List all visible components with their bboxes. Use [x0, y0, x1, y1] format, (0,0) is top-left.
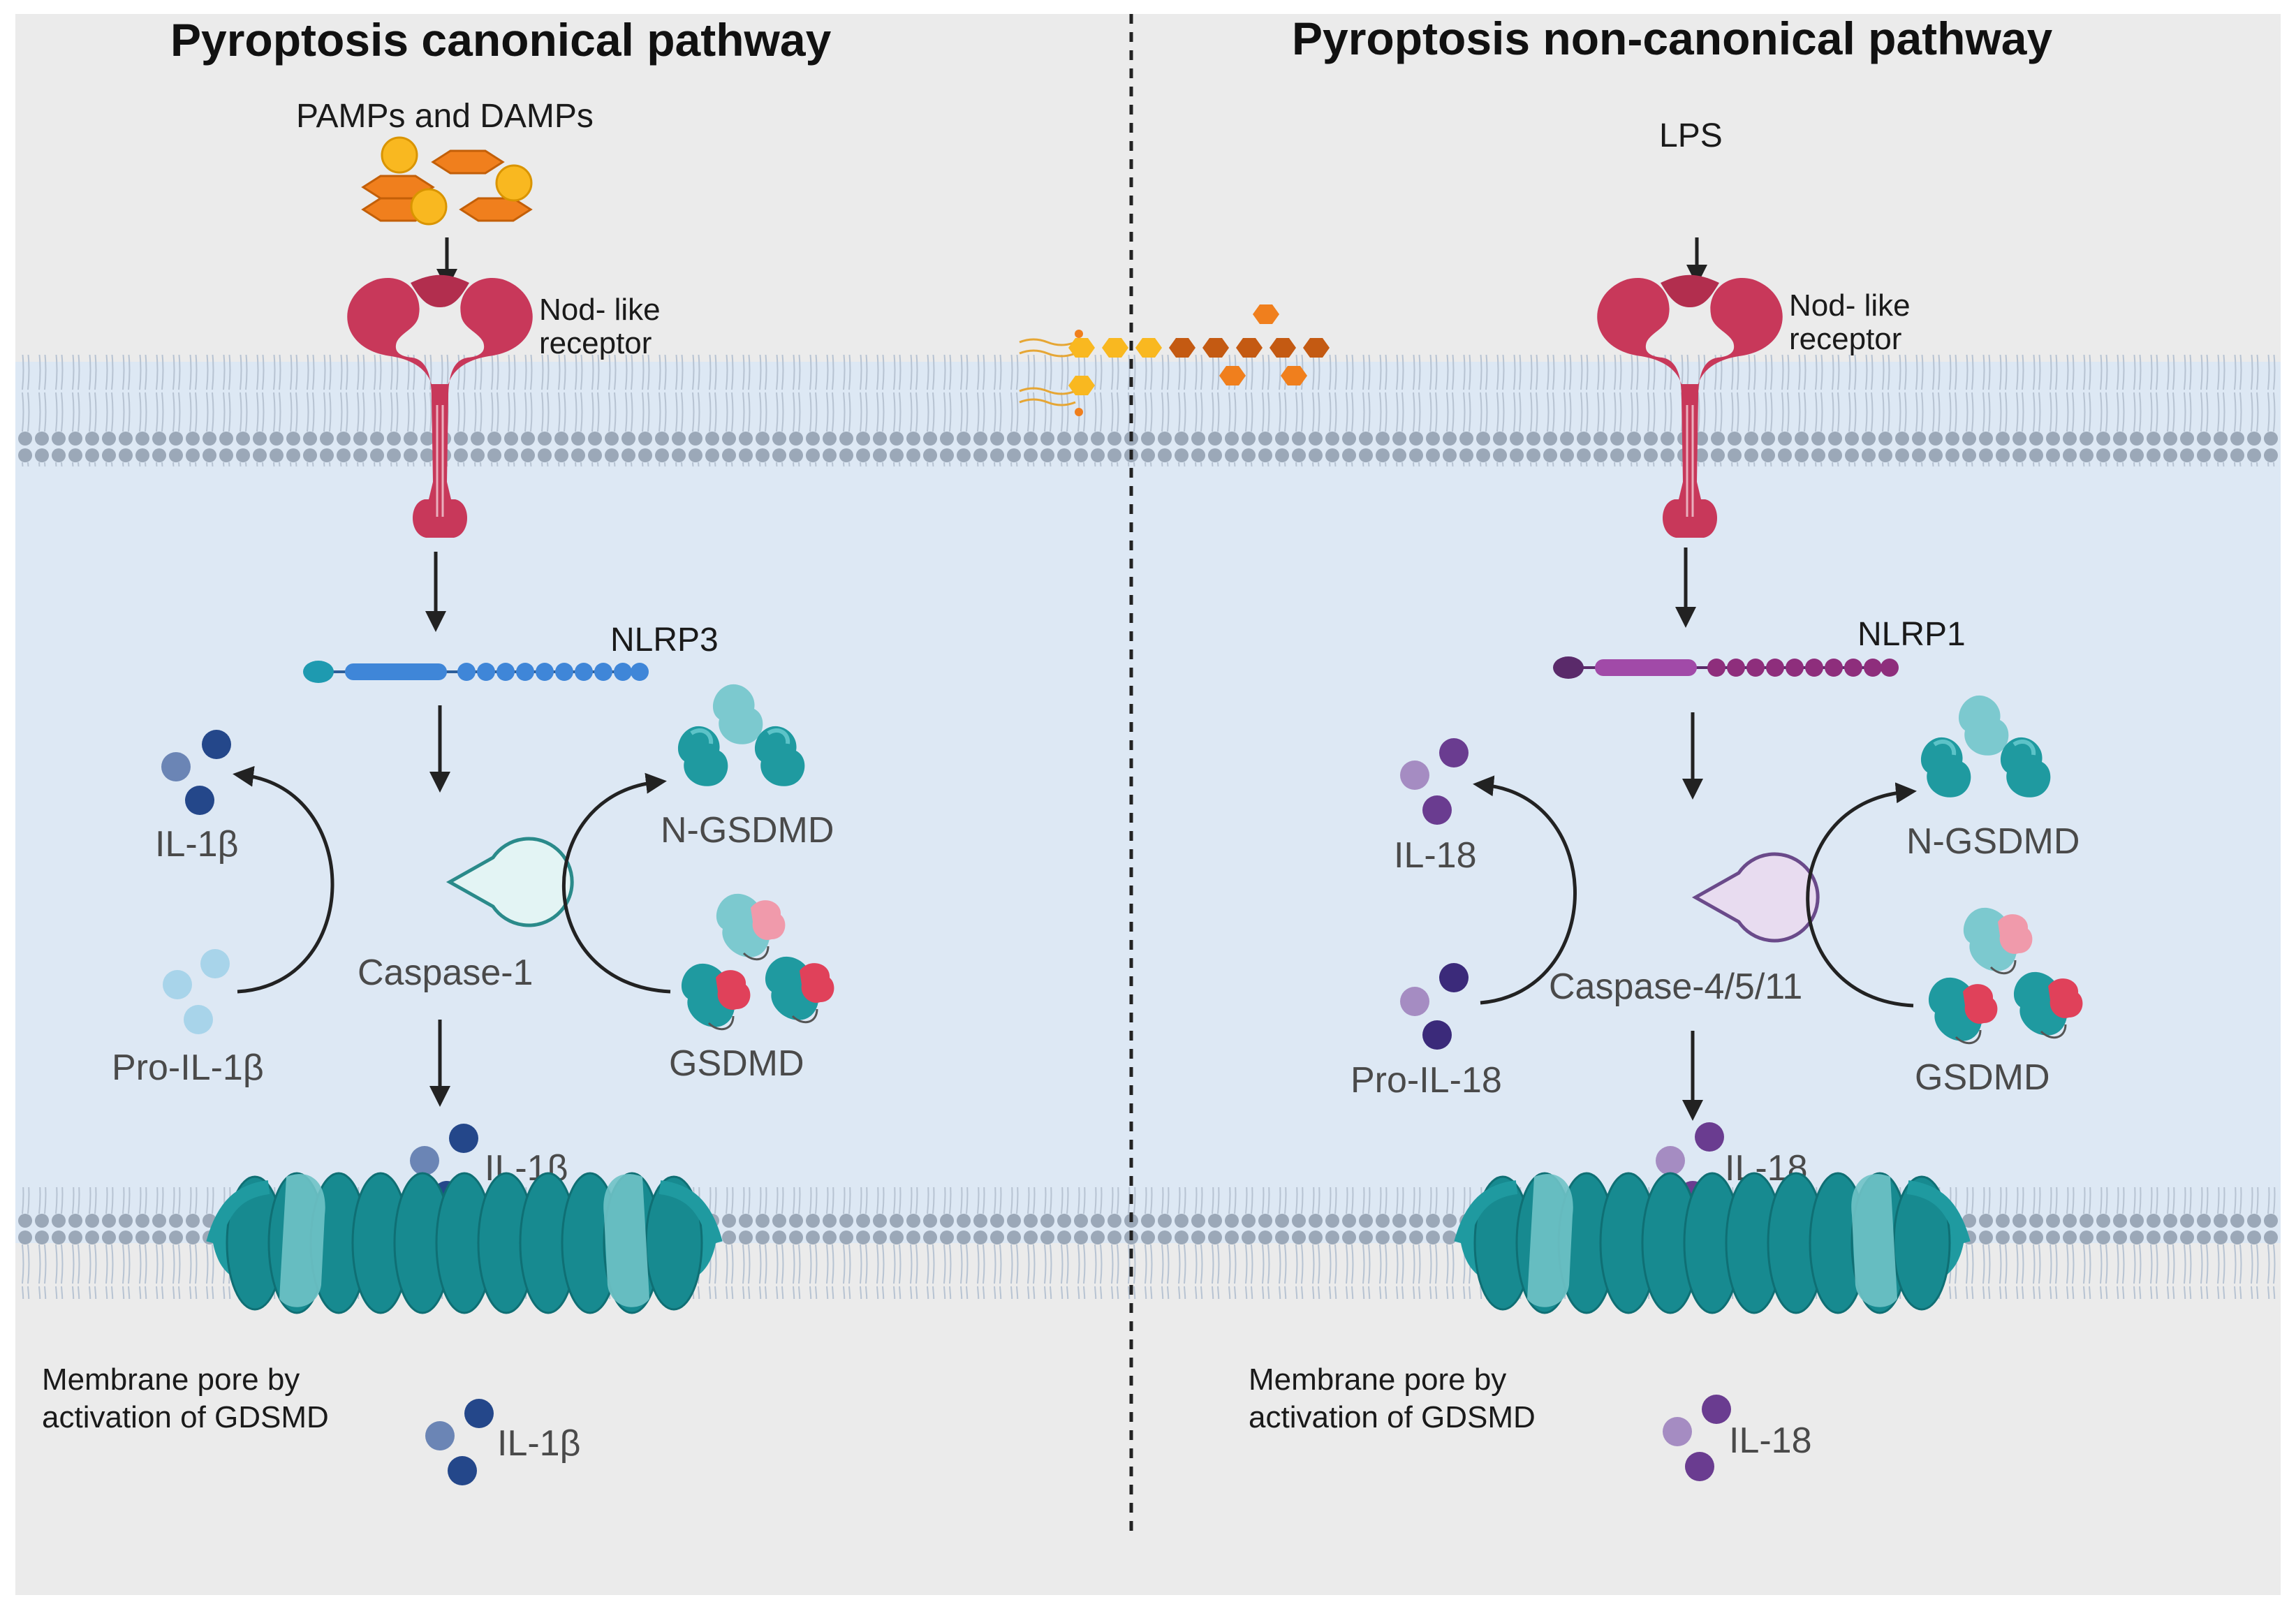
- arrow-gsdmd-to-ngsdmd-right: [1806, 782, 1917, 1008]
- canonical-receptor-label-1: Nod- like: [539, 293, 661, 327]
- pro-il18-cluster: [1400, 963, 1469, 1050]
- arrow-gsdmd-to-ngsdmd-left: [562, 772, 671, 994]
- gsdmd-label-right: GSDMD: [1915, 1057, 2050, 1098]
- pro-il1b-label: Pro-IL-1β: [112, 1048, 264, 1088]
- noncanonical-receptor-label-2: receptor: [1789, 322, 1901, 356]
- nlrp3-protein: [303, 661, 649, 683]
- canonical-pore-label-2: activation of GDSMD: [42, 1400, 329, 1434]
- n-gsdmd-label-right: N-GSDMD: [1906, 821, 2080, 862]
- noncanonical-receptor-label-1: Nod- like: [1789, 288, 1911, 323]
- gsdmd-membrane-pore-left: [213, 1173, 716, 1313]
- il18-cluster-extracellular-right: [1663, 1395, 1731, 1481]
- caspase-1-enzyme: [446, 837, 574, 927]
- il18-mature-cluster-right: [1400, 738, 1469, 825]
- canonical-receptor-label-2: receptor: [539, 326, 652, 360]
- pamps-damps-molecules: [361, 136, 533, 226]
- noncanonical-pore-label-1: Membrane pore by: [1249, 1362, 1506, 1397]
- noncanonical-pore-label-2: activation of GDSMD: [1249, 1400, 1536, 1434]
- il18-released-label-2: IL-18: [1729, 1420, 1812, 1461]
- nlrp3-label: NLRP3: [610, 622, 719, 659]
- pro-il1b-cluster: [163, 949, 230, 1034]
- canonical-pore-label-1: Membrane pore by: [42, 1362, 300, 1397]
- lps-molecule: [1019, 304, 1330, 416]
- canonical-title: Pyroptosis canonical pathway: [170, 14, 832, 66]
- il1b-released-label-2: IL-1β: [497, 1423, 581, 1464]
- plasma-membrane-top: [15, 355, 2281, 466]
- gsdmd-label-left: GSDMD: [669, 1043, 804, 1084]
- il1b-label-left: IL-1β: [155, 824, 239, 865]
- gsdmd-membrane-pore-right: [1461, 1173, 1964, 1313]
- nlrp1-label: NLRP1: [1857, 616, 1966, 653]
- noncanonical-stimulus-label: LPS: [1659, 117, 1723, 154]
- nlrp1-protein: [1553, 656, 1899, 679]
- pro-il18-label: Pro-IL-18: [1351, 1060, 1502, 1101]
- noncanonical-title: Pyroptosis non-canonical pathway: [1292, 13, 2052, 64]
- canonical-stimulus-label: PAMPs and DAMPs: [296, 98, 594, 135]
- caspase-1-label: Caspase-1: [358, 953, 533, 993]
- cytoplasm: [15, 362, 2281, 1243]
- caspase-4-5-11-label: Caspase-4/5/11: [1549, 967, 1802, 1007]
- n-gsdmd-label-left: N-GSDMD: [661, 810, 834, 851]
- il1b-cluster-extracellular-left: [425, 1399, 494, 1485]
- il1b-mature-cluster-left: [161, 730, 231, 815]
- arrow-pro-to-mature-il1b: [233, 765, 334, 994]
- caspase-4-5-11-enzyme: [1691, 852, 1820, 943]
- arrow-pro-to-mature-il18: [1473, 775, 1577, 1005]
- il18-label-right: IL-18: [1394, 835, 1477, 876]
